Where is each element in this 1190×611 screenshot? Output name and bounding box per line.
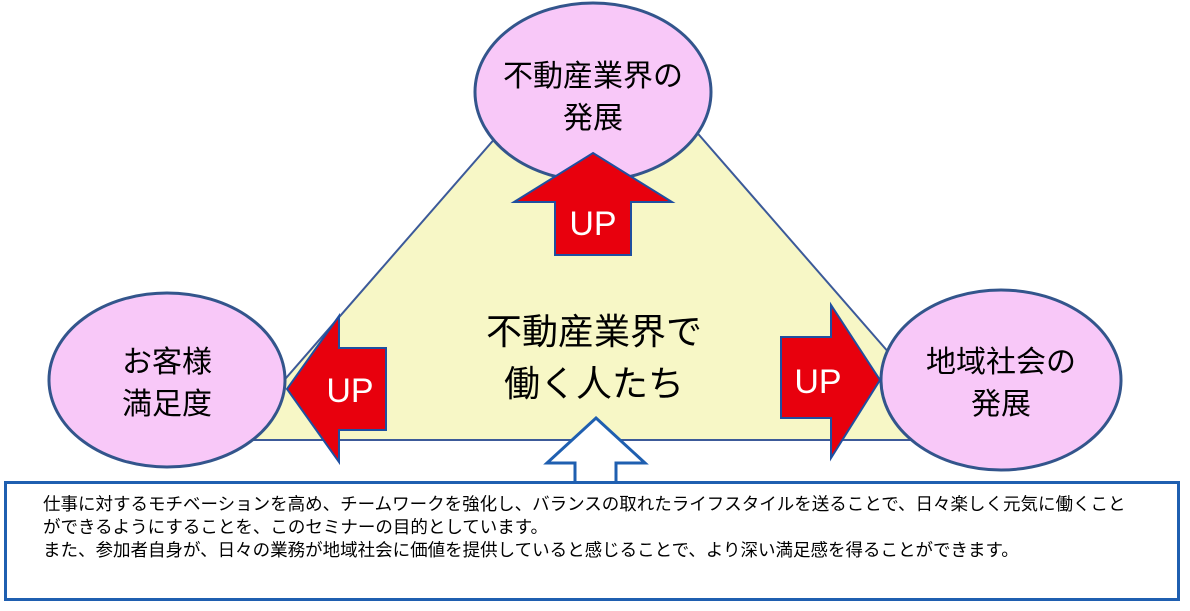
up-arrow-top	[510, 151, 676, 256]
description-box: 仕事に対するモチベーションを高め、チームワークを強化し、バランスの取れたライフス…	[4, 481, 1180, 601]
community-node-label-1: 地域社会の	[926, 345, 1076, 380]
industry-node-label-1: 不動産業界の	[503, 59, 683, 94]
customer-node	[47, 291, 287, 469]
left-arrow-label: UP	[326, 372, 373, 410]
center-label-2: 働く人たち	[504, 364, 684, 405]
up-arrow-top-label: UP	[569, 205, 616, 243]
customer-node-label-2: 満足度	[122, 387, 212, 422]
right-arrow-label: UP	[794, 363, 841, 401]
center-label-1: 不動産業界で	[486, 312, 702, 353]
description-paragraph-1: 仕事に対するモチベーションを高め、チームワークを強化し、バランスの取れたライフス…	[43, 495, 1126, 538]
community-node-label-2: 発展	[971, 387, 1031, 422]
left-arrow	[285, 312, 387, 466]
right-arrow	[780, 301, 882, 462]
community-node	[879, 288, 1123, 472]
description-paragraph-2: また、参加者自身が、日々の業務が地域社会に価値を提供していると感じることで、より…	[43, 541, 1019, 561]
customer-node-label-1: お客様	[122, 345, 212, 380]
industry-node-label-2: 発展	[563, 101, 623, 136]
